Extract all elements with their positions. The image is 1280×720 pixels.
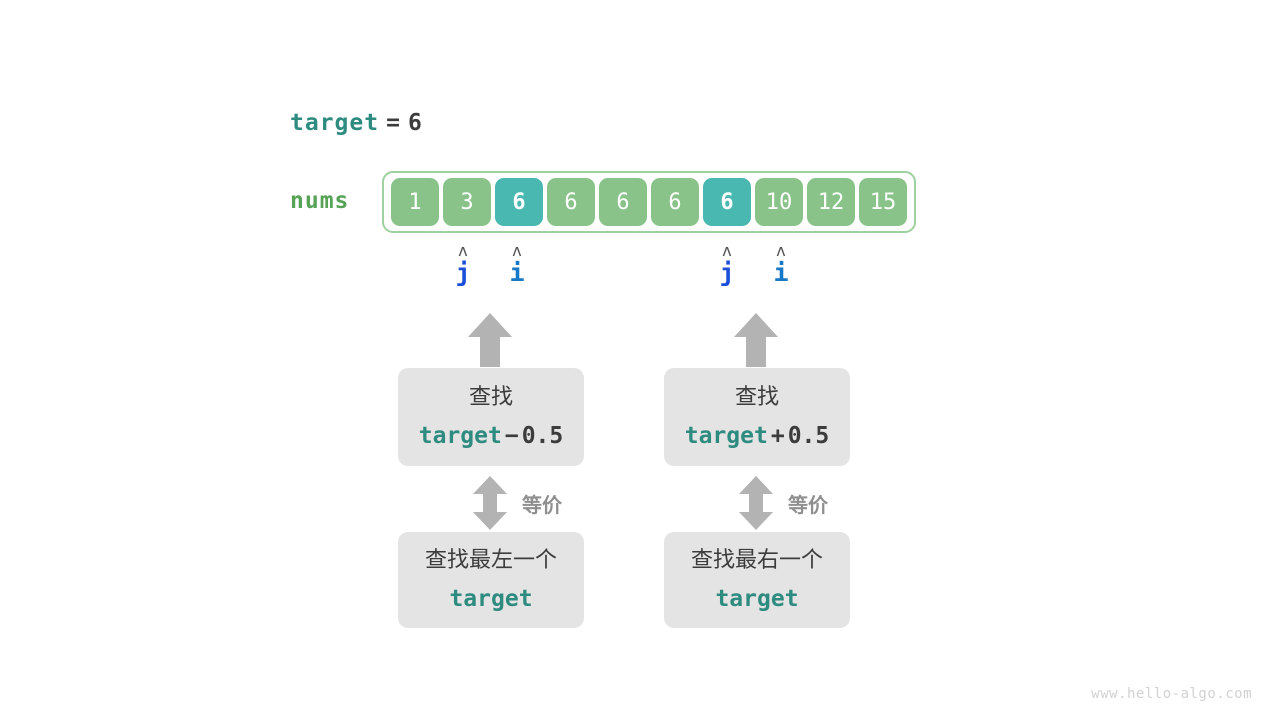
double-arrow-icon [472,475,508,531]
info-box-expression: target−0.5 [419,421,564,451]
equivalence-label: 等价 [788,492,828,517]
expression-term: target [449,586,533,612]
info-box-caption: 查找 [734,385,779,410]
pointer-caret-icon: ʌ [512,241,522,260]
up-arrow-right [733,311,779,367]
equivalence-marker: 等价 [472,475,562,531]
watermark: www.hello-algo.com [1091,686,1252,702]
info-box-left-lower: 查找最左一个 target [398,532,584,628]
pointer-caret-icon: ʌ [776,241,786,260]
target-value: 6 [407,110,423,136]
array-cell: 15 [859,178,907,226]
expression-term: target [418,423,502,449]
info-box-caption: 查找最右一个 [690,548,823,573]
pointer-name: j [719,258,735,287]
array-cell: 3 [443,178,491,226]
array-cell: 6 [703,178,751,226]
array-label: nums [290,188,350,214]
target-variable-name: target [290,110,380,136]
array-cell: 10 [755,178,803,226]
array-cell: 6 [547,178,595,226]
equals-sign: = [386,110,401,136]
equivalence-label: 等价 [522,492,562,517]
array-cell: 6 [599,178,647,226]
info-box-caption: 查找最左一个 [424,548,557,573]
info-box-right-lower: 查找最右一个 target [664,532,850,628]
array-cell: 1 [391,178,439,226]
info-box-expression: target+0.5 [685,421,830,451]
array-cell: 12 [807,178,855,226]
expression-operand: 0.5 [521,423,564,449]
expression-operator: − [504,423,519,449]
info-box-right-upper: 查找 target+0.5 [664,368,850,466]
pointer-name: i [773,258,789,287]
pointer-caret-icon: ʌ [458,241,468,260]
up-arrow-left [467,311,513,367]
array-cell: 6 [651,178,699,226]
info-box-left-upper: 查找 target−0.5 [398,368,584,466]
array-cell: 6 [495,178,543,226]
expression-operand: 0.5 [787,423,830,449]
info-box-caption: 查找 [468,385,513,410]
pointer-caret-icon: ʌ [722,241,732,260]
info-box-expression: target [449,584,532,614]
pointer-name: j [455,258,471,287]
double-arrow-icon [738,475,774,531]
expression-term: target [715,586,799,612]
expression-term: target [684,423,768,449]
equivalence-marker: 等价 [738,475,828,531]
target-declaration: target=6 [290,110,423,136]
pointer-name: i [509,258,525,287]
expression-operator: + [770,423,785,449]
info-box-expression: target [715,584,798,614]
